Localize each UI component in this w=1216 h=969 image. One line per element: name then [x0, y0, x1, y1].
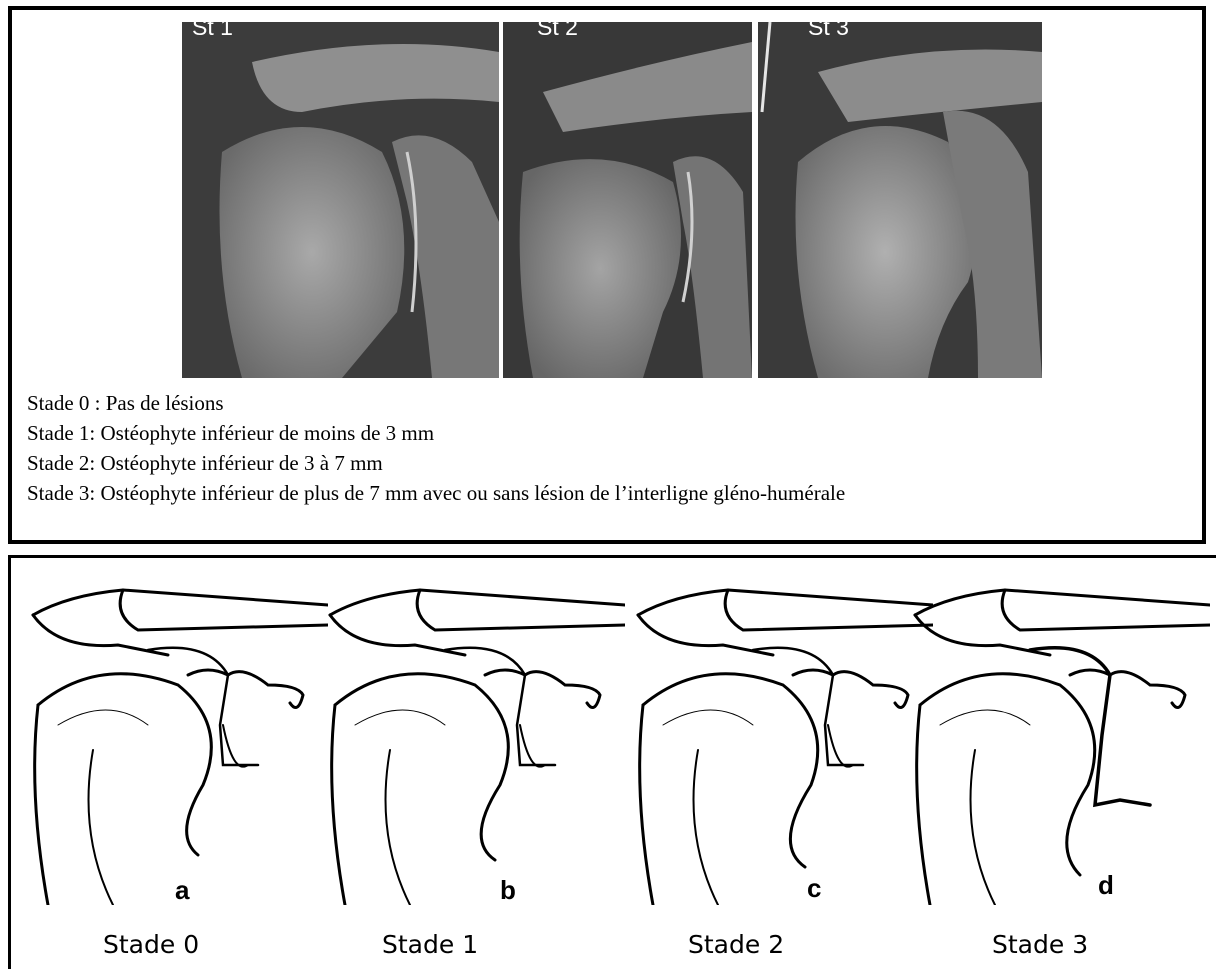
- shoulder-drawing-b: [325, 575, 625, 905]
- drawing-caption-stage-2: Stade 2: [688, 930, 784, 959]
- drawing-caption-stage-0: Stade 0: [103, 930, 199, 959]
- stage-0-description: Stade 0 : Pas de lésions: [27, 388, 845, 418]
- xray-image-stage-1: [182, 22, 499, 378]
- shoulder-drawing-a: [28, 575, 328, 905]
- drawing-letter-c: c: [807, 873, 821, 904]
- xray-label-stage-3: St 3: [808, 14, 849, 41]
- xray-label-stage-1: St 1: [192, 14, 233, 41]
- shoulder-drawing-d: [910, 575, 1210, 905]
- drawing-letter-a: a: [175, 875, 189, 906]
- stage-descriptions: Stade 0 : Pas de lésions Stade 1: Ostéop…: [27, 388, 845, 508]
- shoulder-drawing-c: [633, 575, 933, 905]
- drawing-letter-b: b: [500, 875, 516, 906]
- drawing-caption-stage-3: Stade 3: [992, 930, 1088, 959]
- stage-1-description: Stade 1: Ostéophyte inférieur de moins d…: [27, 418, 845, 448]
- stage-2-description: Stade 2: Ostéophyte inférieur de 3 à 7 m…: [27, 448, 845, 478]
- xray-image-stage-2: [503, 22, 752, 378]
- drawing-caption-stage-1: Stade 1: [382, 930, 478, 959]
- stage-3-description: Stade 3: Ostéophyte inférieur de plus de…: [27, 478, 845, 508]
- drawing-letter-d: d: [1098, 870, 1114, 901]
- xray-image-stage-3: [758, 22, 1042, 378]
- xray-label-stage-2: St 2: [537, 14, 578, 41]
